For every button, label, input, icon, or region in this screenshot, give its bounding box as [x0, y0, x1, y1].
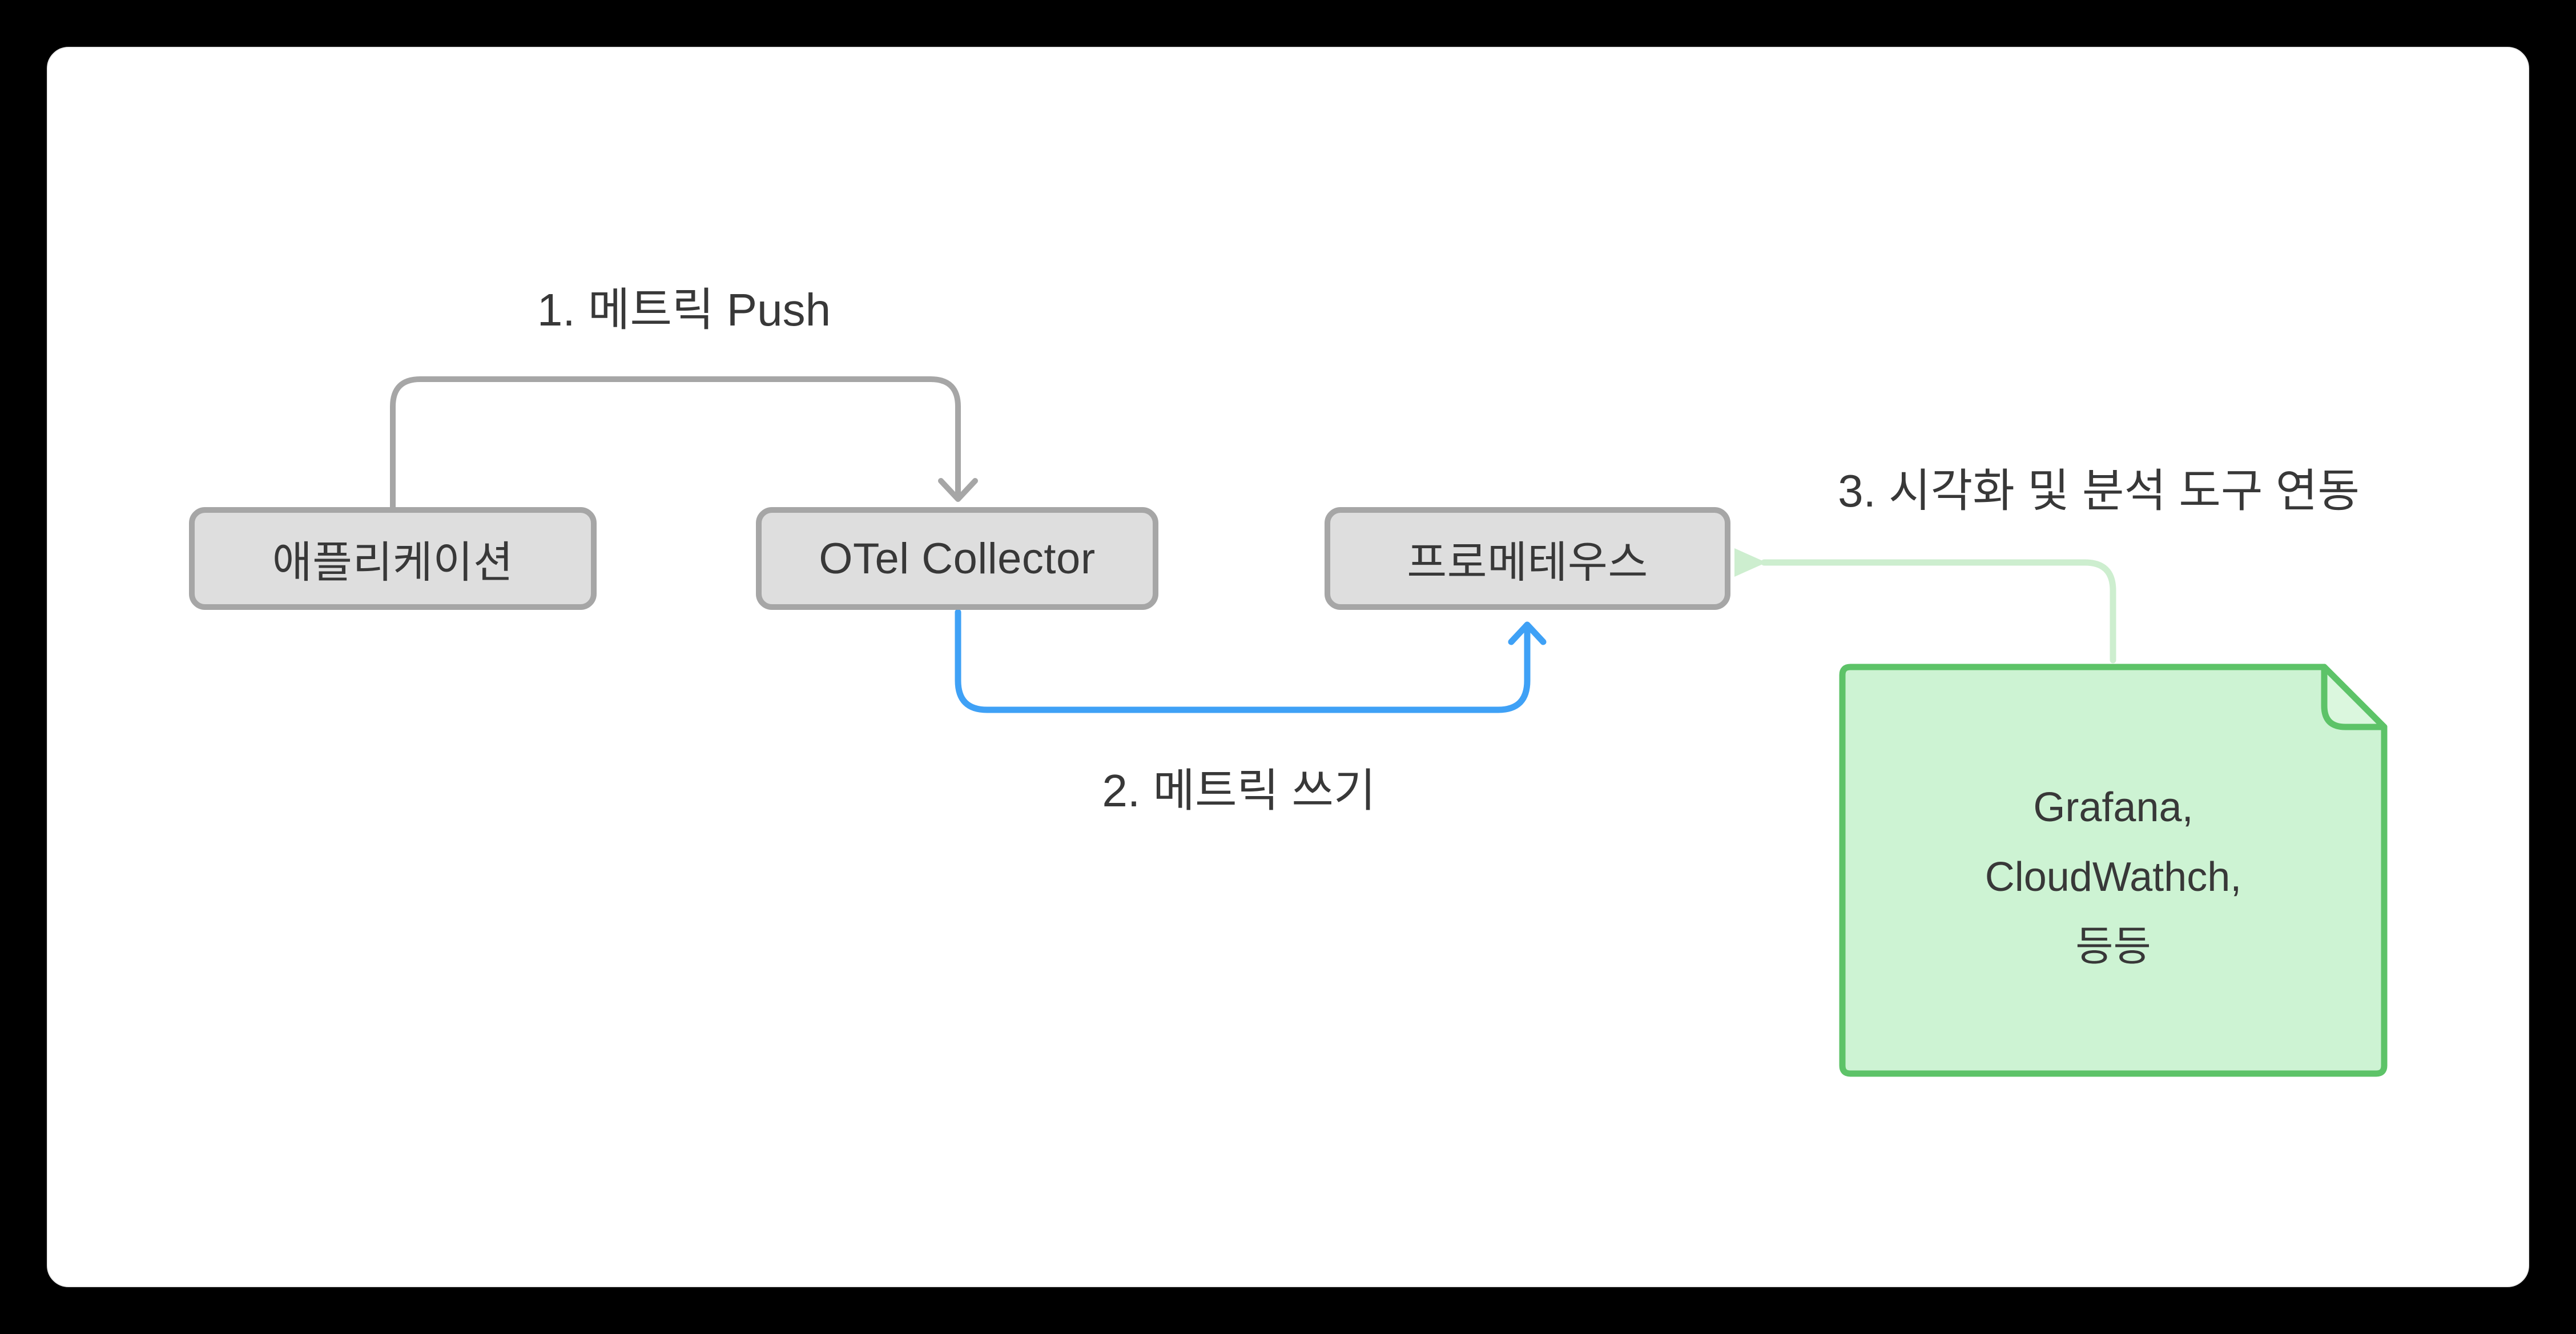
note-line-1: Grafana, — [2033, 785, 2193, 830]
note-text: Grafana, CloudWathch, 등등 — [1842, 667, 2384, 1074]
annotation-step-2: 2. 메트릭 쓰기 — [1102, 765, 1376, 816]
node-application: 애플리케이션 — [189, 507, 597, 610]
annotation-step-1: 1. 메트릭 Push — [537, 284, 831, 335]
node-application-label: 애플리케이션 — [272, 539, 514, 587]
annotation-step-3: 3. 시각화 및 분석 도구 연동 — [1838, 465, 2360, 516]
node-prometheus-label: 프로메테우스 — [1407, 539, 1648, 587]
note-line-3: 등등 — [2075, 924, 2151, 970]
node-otel-collector: OTel Collector — [756, 507, 1158, 610]
note-line-2: CloudWathch, — [1985, 854, 2242, 900]
node-otel-collector-label: OTel Collector — [819, 534, 1096, 583]
node-prometheus: 프로메테우스 — [1325, 507, 1730, 610]
